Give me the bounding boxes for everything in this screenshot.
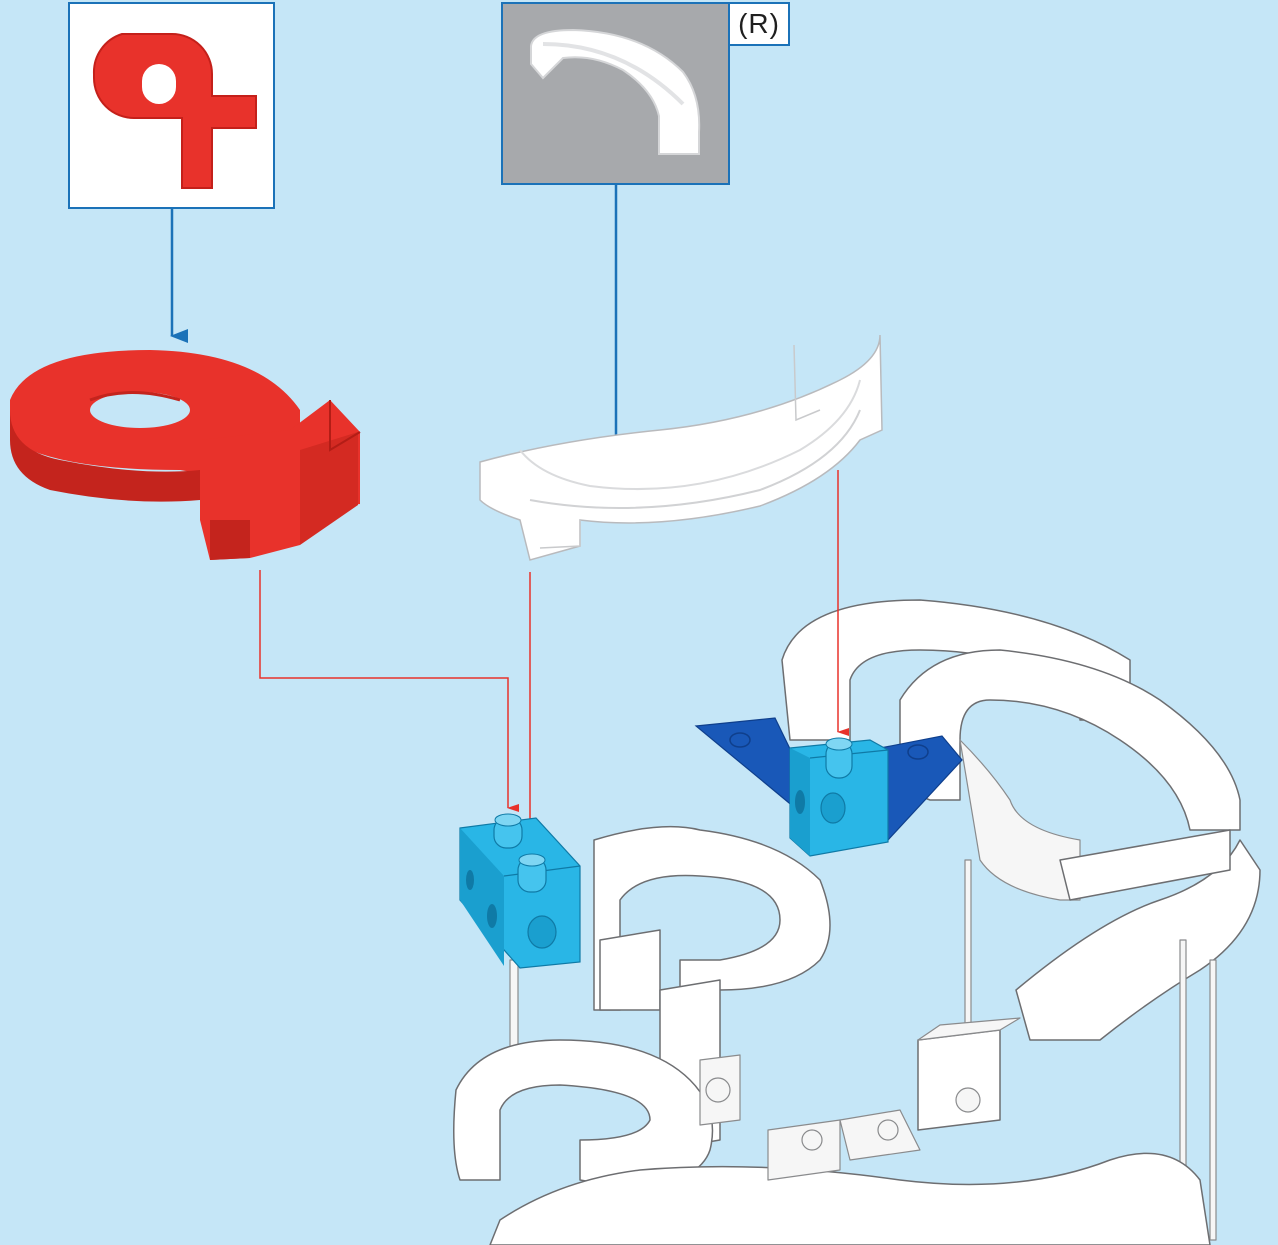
light-blue-block-left — [460, 814, 580, 968]
white-curve-piece — [480, 335, 882, 560]
light-blue-block-right — [790, 738, 888, 856]
red-crossing-piece — [10, 350, 360, 560]
